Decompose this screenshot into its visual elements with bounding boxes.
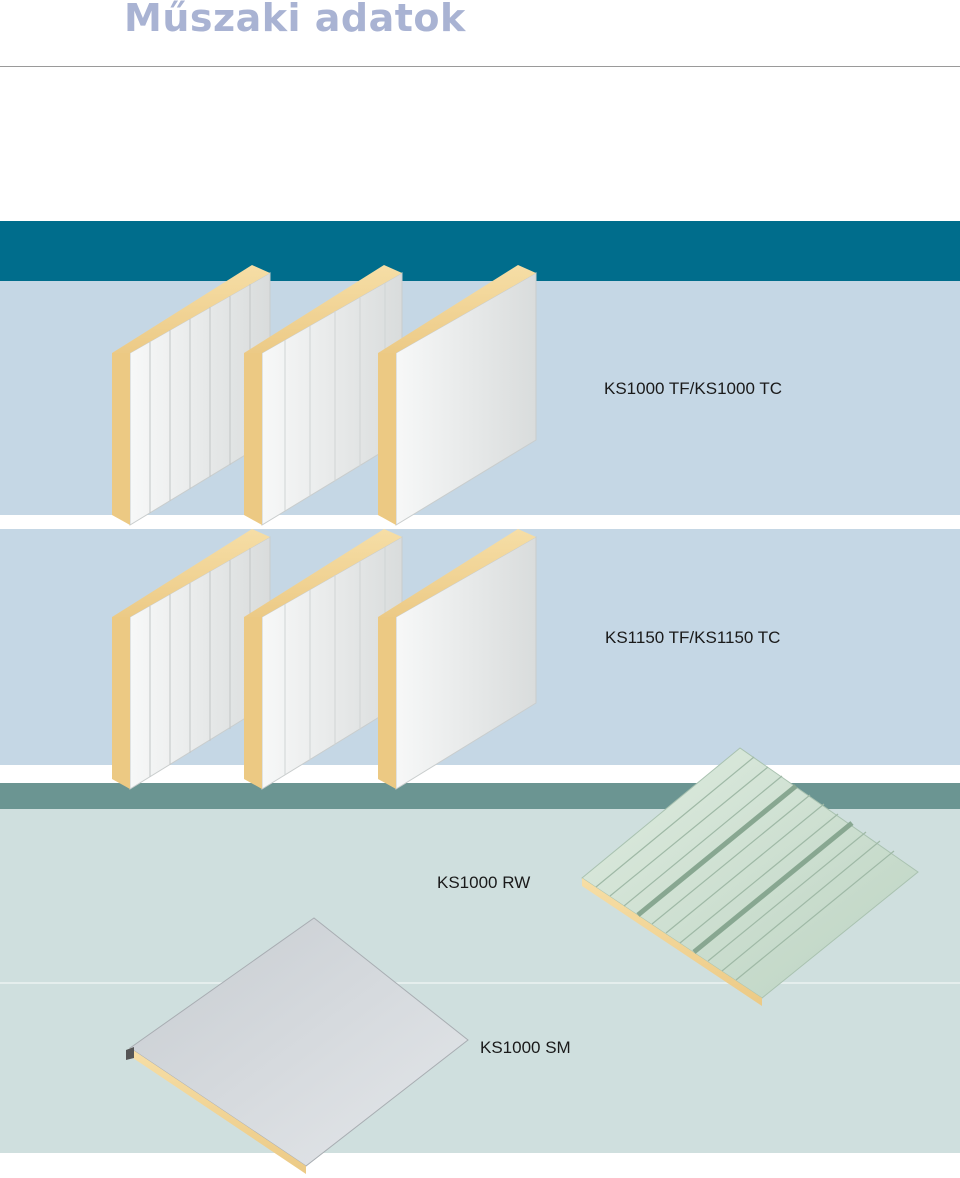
wall-panel-ribbed xyxy=(112,529,271,790)
wall-panel-ribbed xyxy=(112,265,271,526)
wall-panel-microribbed xyxy=(244,529,403,790)
roof-band-divider xyxy=(0,982,960,984)
product-label: KS1150 TF/KS1150 TC xyxy=(605,628,781,647)
roof-panel-corrugated xyxy=(581,747,919,1006)
wall-panel-flat xyxy=(378,265,537,526)
roof-panel-flat xyxy=(126,917,469,1174)
wall-panel-flat xyxy=(378,529,537,790)
product-label: KS1000 RW xyxy=(437,873,531,892)
header-bar xyxy=(0,221,960,281)
page-title: Műszaki adatok xyxy=(124,0,466,40)
band-gap xyxy=(0,515,960,529)
wall-panel-microribbed xyxy=(244,265,403,526)
product-label: KS1000 SM xyxy=(480,1038,571,1057)
product-label: KS1000 TF/KS1000 TC xyxy=(604,379,782,398)
title-divider xyxy=(0,66,960,67)
